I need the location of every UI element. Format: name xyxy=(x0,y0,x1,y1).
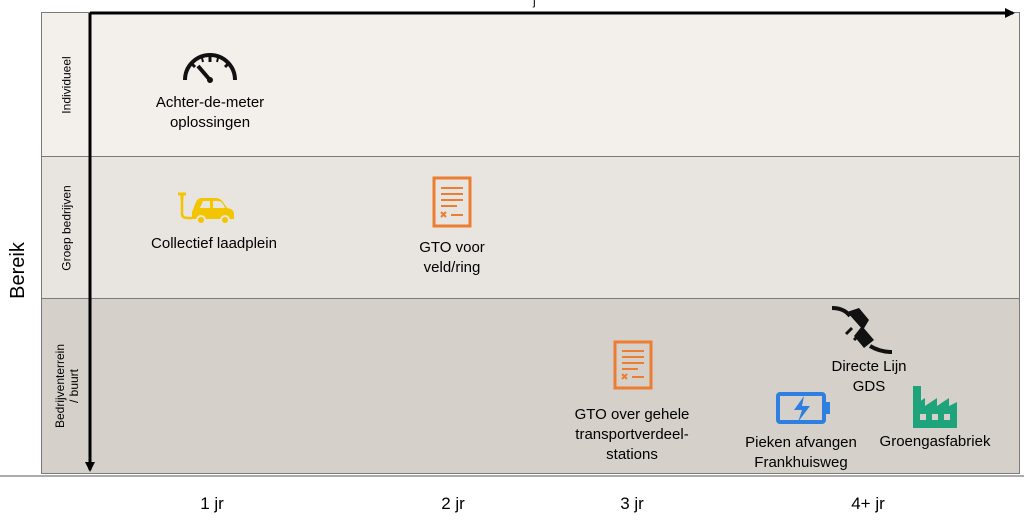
top-axis-fragment: j xyxy=(533,0,536,8)
label-achter-de-meter: Achter-de-meter oplossingen xyxy=(155,94,265,131)
label-groengasfabriek: Groengasfabriek xyxy=(879,433,991,450)
label-directe-lijn: Directe Lijn GDS xyxy=(831,358,907,395)
label-gto-gehele: GTO over gehele transportverdeel- statio… xyxy=(574,406,690,463)
x-tick-1jr: 1 jr xyxy=(200,494,224,513)
x-tick-3jr: 3 jr xyxy=(620,494,644,513)
label-pieken-afvangen: Pieken afvangen Frankhuisweg xyxy=(745,434,857,471)
gauge-icon xyxy=(183,53,237,83)
band-groep-bedrijven xyxy=(41,156,1020,299)
band-bedrijventerrein xyxy=(41,298,1020,474)
document-icon xyxy=(613,340,653,390)
label-gto-veld: GTO voor veld/ring xyxy=(419,239,485,276)
document-icon xyxy=(432,176,472,228)
factory-icon xyxy=(913,386,957,428)
x-tick-2jr: 2 jr xyxy=(441,494,465,513)
label-collectief-laadplein: Collectief laadplein xyxy=(151,235,277,252)
ev-charging-car-icon xyxy=(178,192,234,224)
band-individueel xyxy=(41,12,1020,157)
plug-icon xyxy=(831,306,893,354)
battery-charging-icon xyxy=(776,392,830,424)
x-tick-4jr: 4+ jr xyxy=(851,494,885,513)
